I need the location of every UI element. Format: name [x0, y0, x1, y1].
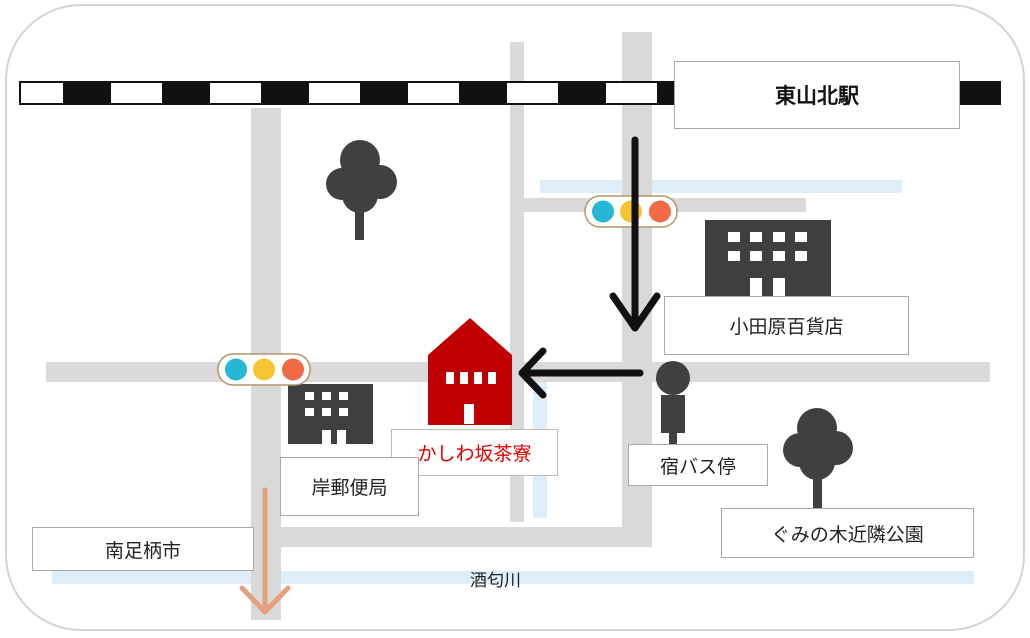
route-arrow-down	[609, 136, 661, 332]
route-arrow-left	[518, 347, 644, 399]
bus-stop-icon	[656, 361, 690, 445]
park-label: ぐみの木近隣公園	[721, 508, 974, 558]
city-label: 南足柄市	[32, 527, 254, 571]
railway-ties	[63, 82, 1000, 104]
road-center-vertical	[510, 42, 524, 522]
tree-icon-upper	[326, 140, 397, 240]
destination-house-icon	[428, 318, 512, 425]
traffic-signal-icon-upper	[584, 195, 678, 228]
post-office-building-icon	[288, 384, 373, 444]
river-sakawa	[52, 571, 974, 584]
river-label: 酒匂川	[470, 571, 521, 591]
bus-stop-label: 宿バス停	[628, 444, 768, 486]
station-label: 東山北駅	[674, 61, 960, 129]
department-store-label: 小田原百貨店	[664, 296, 909, 355]
canal-upper	[540, 180, 902, 193]
post-office-label: 岸郵便局	[280, 457, 419, 516]
direction-arrow-south	[239, 487, 291, 615]
traffic-signal-icon-left	[217, 353, 311, 386]
department-store-building-icon	[705, 220, 831, 296]
tree-icon-park	[783, 408, 853, 513]
road-bottom-horizontal	[278, 527, 652, 547]
